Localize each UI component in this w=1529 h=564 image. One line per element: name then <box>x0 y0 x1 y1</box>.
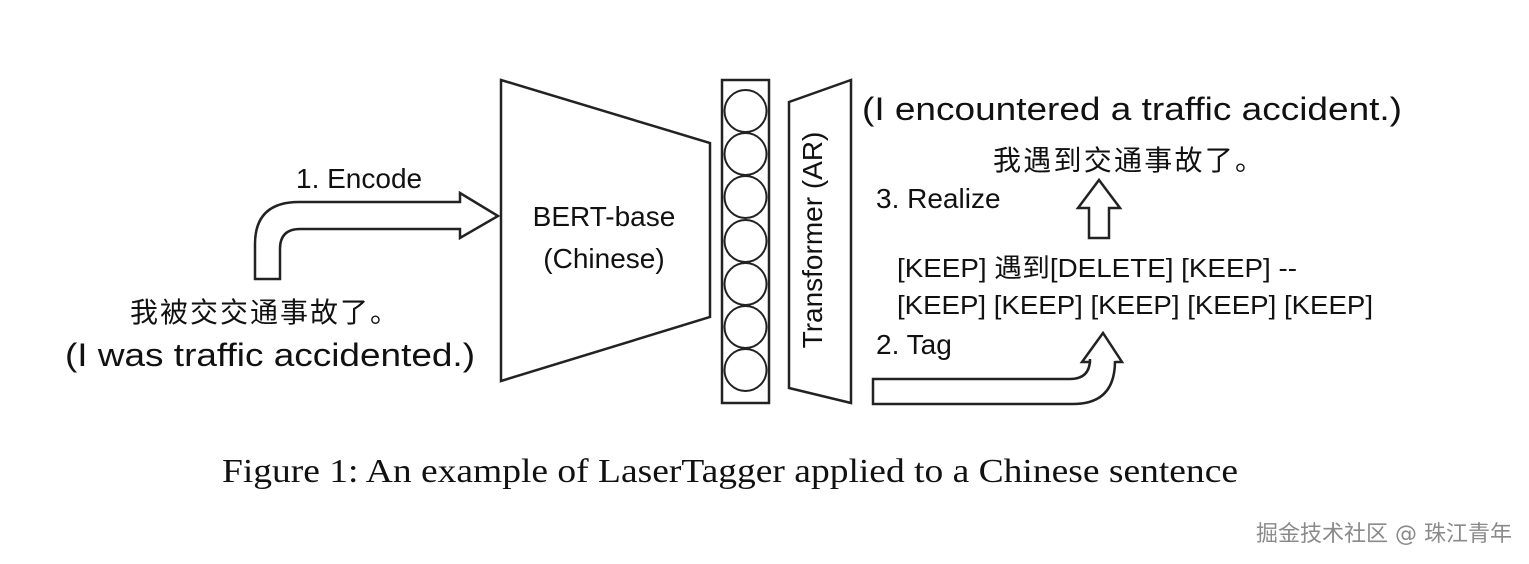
watermark: 掘金技术社区 @ 珠江青年 <box>1256 522 1512 547</box>
encode-arrow <box>253 190 501 281</box>
tag-arrow <box>871 330 1125 406</box>
realize-arrow <box>1075 177 1123 240</box>
tag-step-label: 2. Tag <box>876 329 952 360</box>
hidden-unit <box>723 348 768 392</box>
transformer-label: Transformer (AR) <box>797 132 828 349</box>
tag-sequence-line2: [KEEP] [KEEP] [KEEP] [KEEP] [KEEP] <box>897 290 1373 320</box>
hidden-unit <box>723 305 768 349</box>
output-chinese-sentence: 我遇到交通事故了。 <box>993 144 1263 177</box>
hidden-unit <box>723 132 768 176</box>
encode-step-label: 1. Encode <box>296 163 422 194</box>
hidden-unit <box>723 175 768 219</box>
hidden-unit <box>723 262 768 306</box>
bert-label-line2: (Chinese) <box>543 243 664 274</box>
input-chinese-sentence: 我被交交通事故了。 <box>130 296 398 329</box>
hidden-unit <box>723 89 768 133</box>
tag-sequence-line1: [KEEP] 遇到[DELETE] [KEEP] -- <box>897 253 1297 283</box>
hidden-vector <box>720 78 771 405</box>
bert-label-line1: BERT-base <box>533 201 676 232</box>
realize-step-label: 3. Realize <box>876 183 1001 214</box>
figure-caption: Figure 1: An example of LaserTagger appl… <box>222 453 1238 490</box>
hidden-unit <box>723 219 768 263</box>
input-english-gloss: (I was traffic accidented.) <box>65 337 475 373</box>
transformer-decoder-shape <box>787 78 853 405</box>
bert-encoder-shape <box>499 78 712 383</box>
output-english-gloss: (I encountered a traffic accident.) <box>862 91 1402 127</box>
